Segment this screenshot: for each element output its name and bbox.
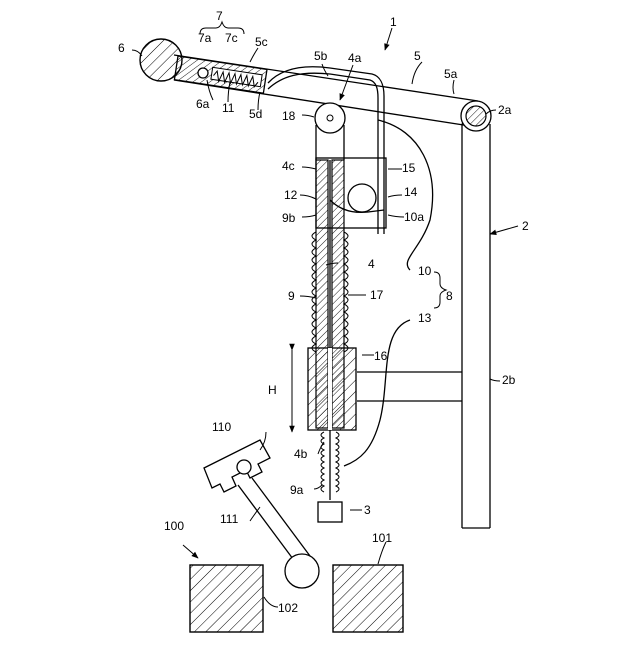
label-7: 7 (216, 9, 223, 23)
label-4b: 4b (294, 447, 308, 461)
pulley (315, 103, 345, 160)
label-2: 2 (522, 219, 529, 233)
label-7c: 7c (225, 31, 238, 45)
label-102: 102 (278, 601, 298, 615)
label-5c: 5c (255, 35, 268, 49)
sensor-tip (318, 502, 342, 522)
bushing (308, 348, 356, 430)
label-100: 100 (164, 519, 184, 533)
label-9: 9 (288, 289, 295, 303)
label-18: 18 (282, 109, 296, 123)
label-13: 13 (418, 311, 432, 325)
label-2b: 2b (502, 373, 516, 387)
label-4: 4 (368, 257, 375, 271)
frame-arm (357, 372, 462, 401)
label-7a: 7a (198, 31, 212, 45)
label-9a: 9a (290, 483, 304, 497)
label-101: 101 (372, 531, 392, 545)
label-3: 3 (364, 503, 371, 517)
label-111: 111 (220, 512, 239, 526)
label-4c: 4c (282, 159, 295, 173)
signal-cable (344, 120, 433, 466)
label-5d: 5d (249, 107, 262, 121)
label-6a: 6a (196, 97, 210, 111)
frame-post (462, 124, 490, 528)
pivot-joint (461, 101, 491, 131)
label-8: 8 (446, 289, 453, 303)
label-4a: 4a (348, 51, 362, 65)
label-6: 6 (118, 41, 125, 55)
label-2a: 2a (498, 103, 512, 117)
label-9b: 9b (282, 211, 296, 225)
label-5a: 5a (444, 67, 458, 81)
label-5b: 5b (314, 49, 328, 63)
label-15: 15 (402, 161, 416, 175)
label-10: 10 (418, 264, 432, 278)
label-14: 14 (404, 185, 418, 199)
label-12: 12 (284, 188, 298, 202)
label-10a: 10a (404, 210, 424, 224)
label-17: 17 (370, 288, 384, 302)
label-16: 16 (374, 349, 388, 363)
label-11: 11 (222, 101, 235, 115)
label-1: 1 (390, 15, 397, 29)
label-110: 110 (212, 420, 231, 434)
label-H: H (268, 383, 277, 397)
label-5: 5 (414, 49, 421, 63)
